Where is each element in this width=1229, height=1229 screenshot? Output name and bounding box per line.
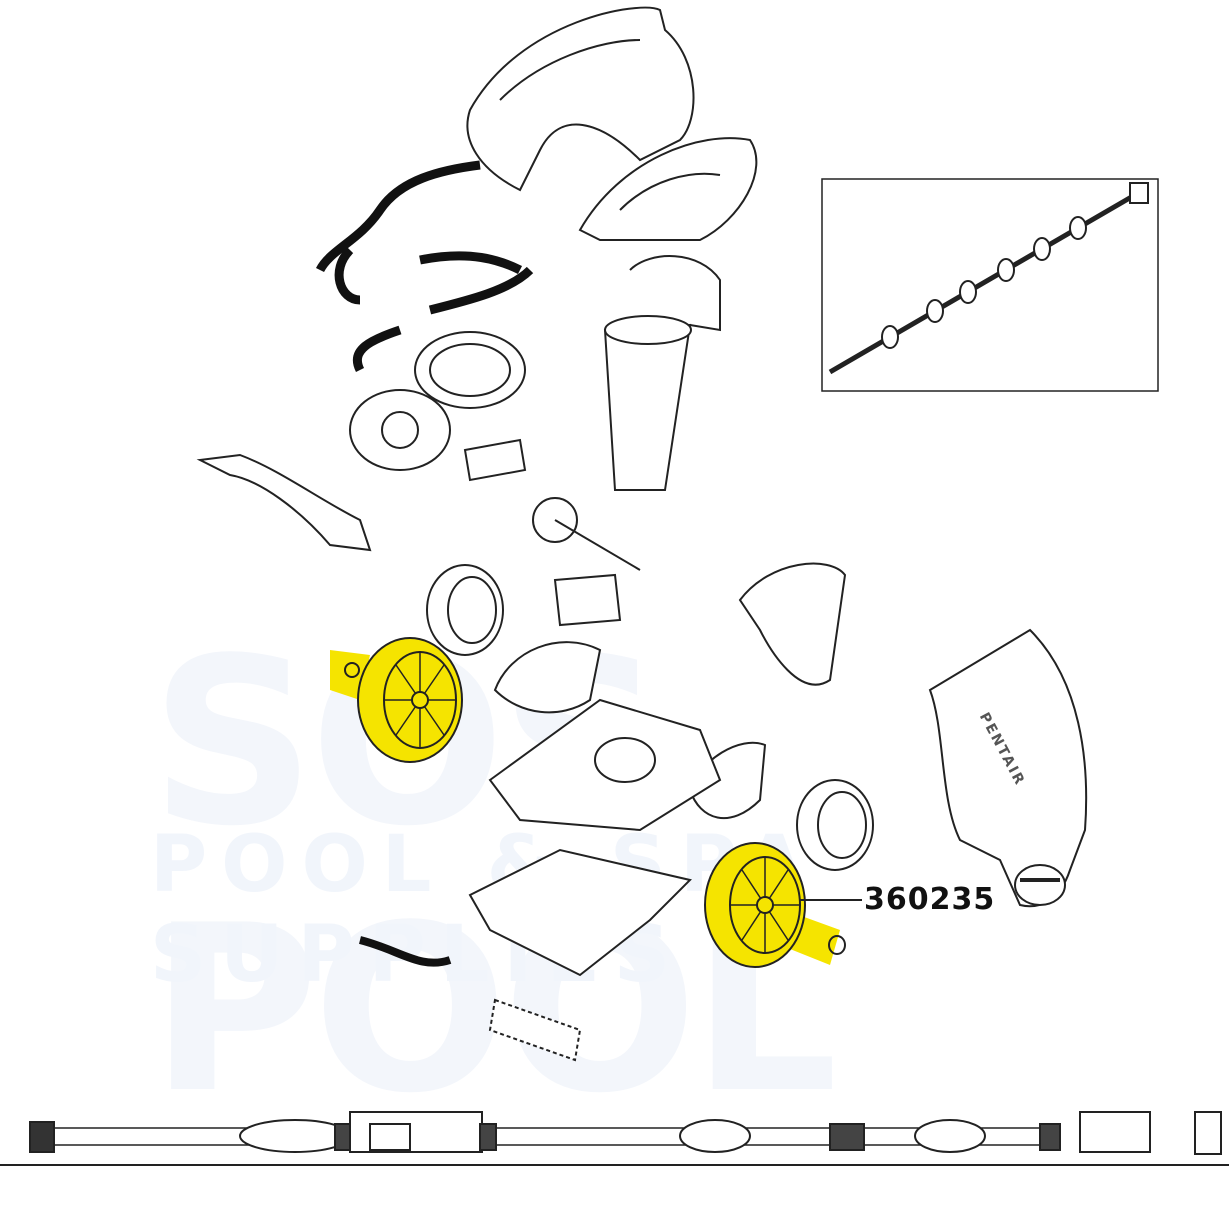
side-plate-right [738,562,847,686]
wheel-front-right [796,779,874,871]
motor-cover [463,438,527,482]
debris-bag [928,628,1088,908]
brush-roller [488,998,582,1062]
swivel-arm [196,453,372,552]
part-number-label[interactable]: 360235 [864,882,996,917]
filter-canister [603,255,721,491]
bottom-pan [468,848,692,977]
tail-hose [359,936,452,967]
drive-gear [532,497,641,571]
hoses [315,160,534,373]
top-shell [466,6,695,192]
chassis [488,698,722,832]
highlighted-wheel-left[interactable] [330,637,463,763]
side-plate-left [493,641,602,714]
gearbox [553,573,622,627]
wheel-rear-left [426,564,504,656]
pump-housing [349,331,526,471]
handle-cover [578,137,758,241]
inset-hose-box [821,178,1159,392]
main-feed-hose [0,1111,1229,1166]
highlighted-wheel-right[interactable] [704,842,862,968]
